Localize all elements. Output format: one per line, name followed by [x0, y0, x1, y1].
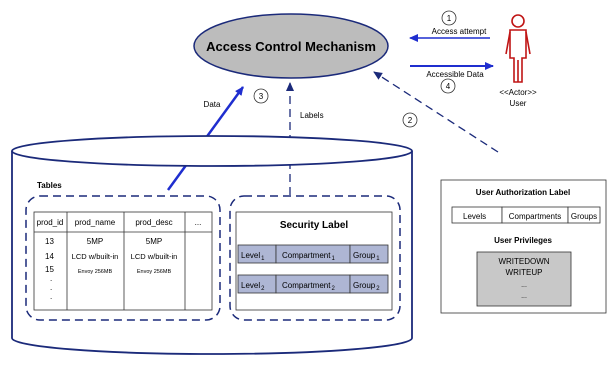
- prod-name-cell: Envoy 256MB: [78, 269, 113, 275]
- database-cylinder: [11, 135, 413, 355]
- step-3-circle: [253, 88, 269, 104]
- data-label: Data: [204, 100, 221, 109]
- access-control-ellipse: [193, 13, 389, 79]
- actor-name: User: [510, 99, 527, 108]
- security-label-row-2: Level2 Compartment2 Group2: [237, 274, 389, 294]
- compartments-field: Compartments: [509, 212, 561, 221]
- privilege-item: ...: [521, 293, 527, 300]
- step-1-number: 1: [447, 14, 452, 23]
- user-privileges-box: [476, 251, 572, 307]
- groups-field: Groups: [571, 212, 597, 221]
- authorization-dashed-arrow: [373, 71, 499, 153]
- access-attempt-label: Access attempt: [432, 27, 487, 36]
- column-header-prod-name: prod_name: [75, 218, 116, 227]
- prod-name-cell: 5MP: [87, 237, 103, 246]
- privilege-item: WRITEUP: [506, 268, 543, 277]
- prod-id-ellipsis: .: [50, 292, 52, 301]
- table-dashed-container: [25, 195, 221, 321]
- user-authorization-title: User Authorization Label: [476, 188, 570, 197]
- prod-id-ellipsis: .: [50, 283, 52, 292]
- levels-field: Levels: [463, 212, 486, 221]
- column-header-more: ...: [195, 218, 202, 227]
- prod-desc-cell: Envoy 256MB: [137, 269, 172, 275]
- prod-name-cell: LCD w/built-in: [72, 252, 119, 261]
- prod-id-ellipsis: .: [50, 274, 52, 283]
- level-2-label: Level2: [241, 281, 265, 292]
- level-1-label: Level1: [241, 251, 265, 262]
- user-privileges-title: User Privileges: [494, 236, 552, 245]
- security-label-dashed-container: [229, 195, 401, 321]
- product-table: [33, 211, 213, 311]
- prod-id-cell: 14: [45, 252, 54, 261]
- step-1-circle: [441, 10, 457, 26]
- prod-id-cell: 13: [45, 237, 54, 246]
- group-2-label: Group2: [353, 281, 380, 292]
- security-label-row-1: Level1 Compartment1 Group1: [237, 244, 389, 264]
- step-2-circle: [402, 112, 418, 128]
- compartment-1-label: Compartment1: [282, 251, 335, 262]
- column-header-prod-id: prod_id: [37, 218, 64, 227]
- prod-id-cell: 15: [45, 265, 54, 274]
- privilege-item: WRITEDOWN: [498, 257, 549, 266]
- prod-desc-cell: 5MP: [146, 237, 162, 246]
- accessible-data-label: Accessible Data: [426, 70, 484, 79]
- labels-label: Labels: [300, 111, 324, 120]
- group-1-label: Group1: [353, 251, 380, 262]
- step-4-number: 4: [446, 82, 451, 91]
- actor-icon: [505, 14, 531, 83]
- acm-label: Access Control Mechanism: [206, 39, 376, 54]
- compartment-2-label: Compartment2: [282, 281, 335, 292]
- security-label-title: Security Label: [280, 220, 349, 231]
- actor-stereotype: <<Actor>>: [499, 88, 537, 97]
- tables-title: Tables: [37, 181, 62, 190]
- step-4-circle: [440, 78, 456, 94]
- step-2-number: 2: [408, 116, 413, 125]
- authorization-fields: [451, 206, 601, 224]
- privilege-item: ...: [521, 282, 527, 289]
- column-header-prod-desc: prod_desc: [135, 218, 172, 227]
- step-3-number: 3: [259, 92, 264, 101]
- prod-desc-cell: LCD w/built-in: [131, 252, 178, 261]
